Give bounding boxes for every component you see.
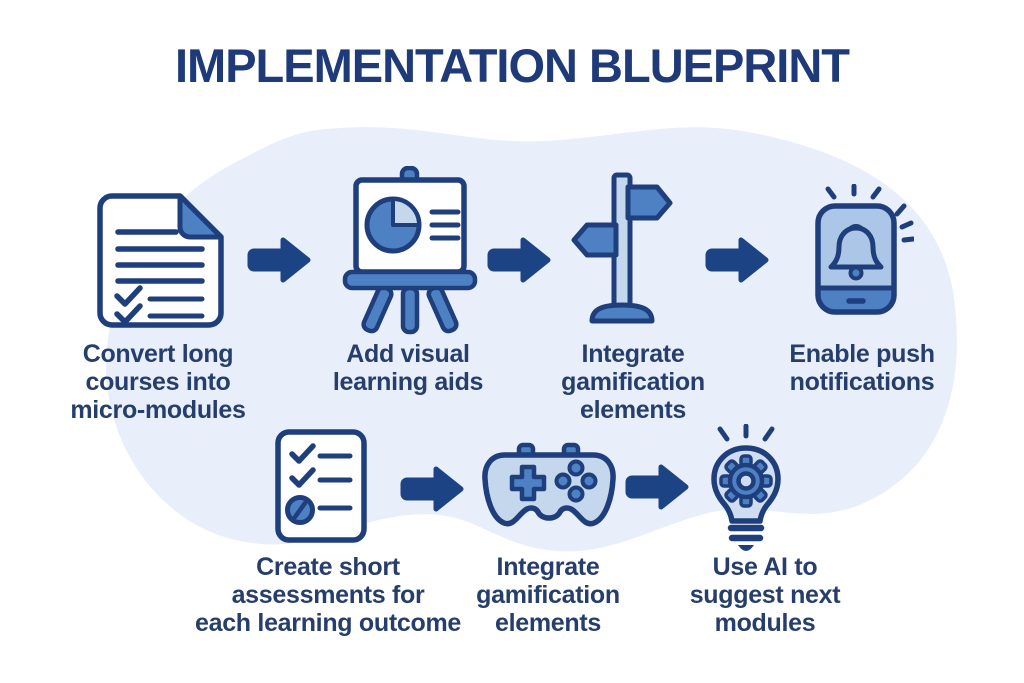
game-controller-icon [481,440,617,540]
document-checklist-icon [88,192,228,330]
caption-line: modules [714,609,816,637]
flow-arrow-icon [704,232,770,288]
caption-line: courses into [85,368,231,396]
presentation-easel-icon [342,166,478,336]
caption-line: micro-modules [70,396,246,424]
step-caption: Convert long courses into micro-modules [18,340,298,424]
step-caption: Integrate gamification elements [493,340,773,424]
step-caption: Enable push notifications [722,340,1002,396]
caption-line: Enable push [789,340,935,368]
caption-line: elements [580,396,686,424]
caption-line: Integrate [581,340,685,368]
assessment-checklist-icon [274,428,368,544]
caption-line: suggest next [689,581,841,609]
page-title: IMPLEMENTATION BLUEPRINT [174,39,850,92]
caption-line: each learning outcome [195,609,461,637]
caption-line: elements [495,609,601,637]
caption-line: gamification [561,368,705,396]
caption-line: Create short [256,553,400,581]
caption-line: notifications [789,368,935,396]
flow-arrow-icon [246,232,312,288]
caption-line: Add visual [346,340,470,368]
step-caption: Integrate gamification elements [408,553,688,637]
caption-line: Use AI to [712,553,818,581]
step-caption: Create short assessments for each learni… [168,553,488,637]
caption-line: assessments for [231,581,425,609]
step-caption: Add visual learning aids [268,340,548,396]
flow-arrow-icon [399,461,465,517]
caption-line: Convert long [82,340,234,368]
signpost-icon [571,172,673,324]
caption-line: gamification [476,581,620,609]
caption-line: Integrate [496,553,600,581]
flow-arrow-icon [624,459,690,515]
step-caption: Use AI to suggest next modules [625,553,905,637]
caption-line: learning aids [332,368,484,396]
gear-icon [719,454,773,508]
flow-arrow-icon [486,232,552,288]
lightbulb-gear-icon [700,424,792,566]
phone-notification-icon [798,184,914,316]
